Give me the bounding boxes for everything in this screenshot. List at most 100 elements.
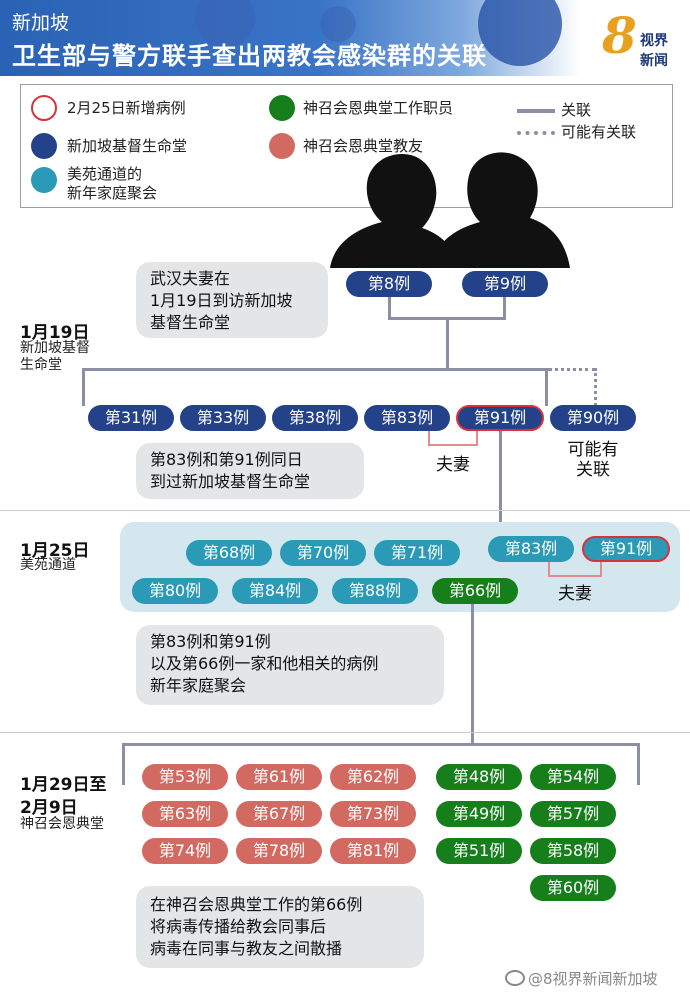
couple-bracket bbox=[428, 431, 430, 445]
case-pill: 第60例 bbox=[530, 875, 616, 901]
section-date: 1月19日 bbox=[20, 323, 90, 343]
couple-label: 夫妻 bbox=[558, 584, 592, 604]
note-box: 武汉夫妻在 1月19日到访新加坡 基督生命堂 bbox=[136, 262, 328, 338]
case-pill: 第33例 bbox=[180, 405, 266, 431]
couple-label: 夫妻 bbox=[436, 455, 470, 475]
section-place: 美苑通道 bbox=[20, 557, 76, 573]
logo-text-line1: 视界 bbox=[640, 33, 668, 49]
possibly-linked-line-icon bbox=[517, 131, 555, 135]
case-pill: 第62例 bbox=[330, 764, 416, 790]
link-line bbox=[82, 368, 548, 371]
case-pill: 第67例 bbox=[236, 801, 322, 827]
new-case-pill: 第91例 bbox=[582, 536, 670, 562]
note-line: 第83例和第91例 bbox=[150, 632, 271, 651]
case-pill: 第68例 bbox=[186, 540, 272, 566]
case-pill: 第78例 bbox=[236, 838, 322, 864]
case-pill: 第80例 bbox=[132, 578, 218, 604]
case-pill: 第84例 bbox=[232, 578, 318, 604]
case-pill: 第53例 bbox=[142, 764, 228, 790]
legend-life-church: 新加坡基督生命堂 bbox=[67, 137, 188, 155]
case-pill: 第54例 bbox=[530, 764, 616, 790]
section-date: 1月29日至 bbox=[20, 775, 107, 795]
note-line: 新年家庭聚会 bbox=[150, 676, 247, 695]
legend-mei-yuan-line2: 新年家庭聚会 bbox=[67, 184, 158, 202]
note-line: 将病毒传播给教会同事后 bbox=[150, 917, 327, 936]
link-line bbox=[503, 297, 506, 319]
link-line bbox=[82, 368, 85, 406]
header-subtitle: 新加坡 bbox=[12, 12, 70, 34]
legend-new-case: 2月25日新增病例 bbox=[67, 99, 186, 117]
case-pill: 第81例 bbox=[330, 838, 416, 864]
note-line: 武汉夫妻在 bbox=[150, 269, 231, 288]
possible-link-line bbox=[594, 368, 597, 406]
case-pill: 第83例 bbox=[488, 536, 574, 562]
link-line bbox=[471, 604, 474, 744]
case-pill: 第90例 bbox=[550, 405, 636, 431]
case-pill: 第48例 bbox=[436, 764, 522, 790]
case-pill: 第8例 bbox=[346, 271, 432, 297]
virus-decoration-icon bbox=[478, 0, 562, 66]
section-divider bbox=[0, 732, 690, 733]
header-banner bbox=[0, 0, 580, 76]
section-date: 2月9日 bbox=[20, 798, 78, 818]
header: 新加坡 卫生部与警方联手查出两教会感染群的关联 8 视界 新闻 bbox=[0, 0, 690, 78]
virus-decoration-icon bbox=[195, 0, 255, 48]
case-pill: 第38例 bbox=[272, 405, 358, 431]
note-line: 1月19日到访新加坡 bbox=[150, 291, 293, 310]
logo-text-line2: 新闻 bbox=[640, 53, 668, 69]
legend-grace-member: 神召会恩典堂教友 bbox=[303, 137, 424, 155]
couple-bracket bbox=[548, 562, 550, 576]
case-pill: 第61例 bbox=[236, 764, 322, 790]
note-line: 在神召会恩典堂工作的第66例 bbox=[150, 895, 363, 914]
legend: 2月25日新增病例 新加坡基督生命堂 美苑通道的 新年家庭聚会 神召会恩典堂工作… bbox=[20, 84, 673, 208]
note-line: 病毒在同事与教友之间散播 bbox=[150, 939, 343, 958]
header-title: 卫生部与警方联手查出两教会感染群的关联 bbox=[12, 42, 487, 70]
link-line bbox=[545, 368, 548, 406]
possible-link-label: 可能有 bbox=[567, 440, 619, 460]
legend-possibly-linked: 可能有关联 bbox=[561, 123, 637, 141]
section-divider bbox=[0, 510, 690, 511]
link-line bbox=[388, 297, 391, 319]
case-pill: 第51例 bbox=[436, 838, 522, 864]
note-line: 基督生命堂 bbox=[150, 313, 231, 332]
new-case-marker-icon bbox=[31, 95, 57, 121]
case-pill: 第88例 bbox=[332, 578, 418, 604]
section-place: 新加坡基督 bbox=[20, 340, 90, 356]
linked-line-icon bbox=[517, 109, 555, 113]
case-pill: 第70例 bbox=[280, 540, 366, 566]
note-line: 到过新加坡基督生命堂 bbox=[150, 472, 311, 491]
grace-member-marker-icon bbox=[269, 133, 295, 159]
couple-bracket bbox=[548, 575, 602, 577]
case-pill: 第49例 bbox=[436, 801, 522, 827]
case-pill: 第73例 bbox=[330, 801, 416, 827]
legend-mei-yuan-line1: 美苑通道的 bbox=[67, 165, 143, 183]
case-pill: 第57例 bbox=[530, 801, 616, 827]
link-line bbox=[122, 743, 640, 746]
note-line: 以及第66例一家和他相关的病例 bbox=[150, 654, 379, 673]
note-box: 在神召会恩典堂工作的第66例 将病毒传播给教会同事后 病毒在同事与教友之间散播 bbox=[136, 886, 424, 968]
case-pill: 第58例 bbox=[530, 838, 616, 864]
section-place: 神召会恩典堂 bbox=[20, 816, 104, 832]
couple-bracket bbox=[600, 562, 602, 576]
legend-grace-staff: 神召会恩典堂工作职员 bbox=[303, 99, 454, 117]
weibo-icon bbox=[505, 970, 525, 986]
new-case-pill: 第91例 bbox=[456, 405, 544, 431]
couple-bracket bbox=[476, 431, 478, 445]
link-line bbox=[499, 431, 502, 523]
couple-bracket bbox=[428, 444, 478, 446]
case-pill: 第71例 bbox=[374, 540, 460, 566]
mei-yuan-marker-icon bbox=[31, 167, 57, 193]
section-date: 1月25日 bbox=[20, 541, 90, 561]
link-line bbox=[446, 317, 449, 369]
virus-decoration-icon bbox=[320, 6, 356, 42]
couple-silhouette-icon bbox=[330, 152, 570, 268]
note-line: 第83例和第91例同日 bbox=[150, 450, 303, 469]
case-pill: 第9例 bbox=[462, 271, 548, 297]
link-line bbox=[122, 743, 125, 785]
case-pill: 第66例 bbox=[432, 578, 518, 604]
legend-linked: 关联 bbox=[561, 101, 592, 119]
link-line bbox=[637, 743, 640, 785]
watermark: @8视界新闻新加坡 bbox=[528, 970, 658, 988]
logo-number: 8 bbox=[602, 6, 637, 65]
possible-link-label: 关联 bbox=[576, 460, 610, 480]
